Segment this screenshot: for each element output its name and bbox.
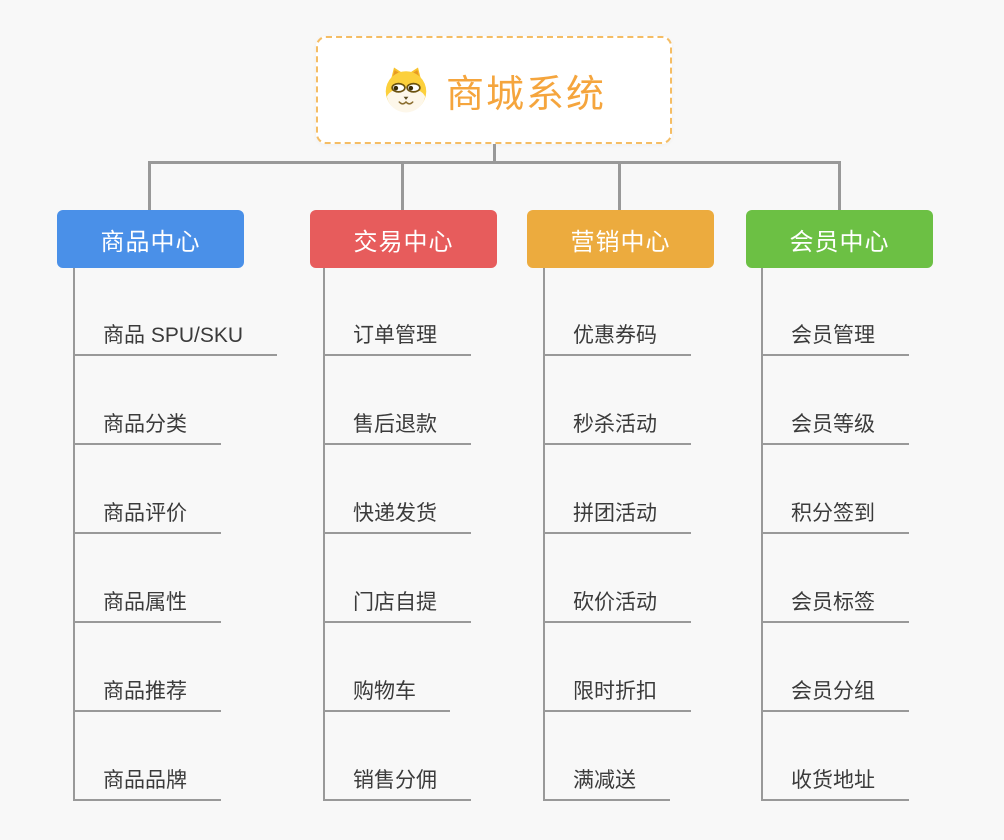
branch-node-product-center[interactable]: 商品中心 <box>57 210 244 268</box>
leaf-label: 满减送 <box>573 769 636 792</box>
leaf-node[interactable]: 商品品牌 <box>73 757 221 801</box>
dog-face-icon <box>382 66 430 114</box>
leaf-label: 售后退款 <box>353 413 437 436</box>
leaf-node[interactable]: 限时折扣 <box>543 668 691 712</box>
connector-drop <box>148 161 151 210</box>
leaf-label: 收货地址 <box>791 769 875 792</box>
leaf-node[interactable]: 会员分组 <box>761 668 909 712</box>
leaf-label: 商品评价 <box>103 502 187 525</box>
leaf-node[interactable]: 会员等级 <box>761 401 909 445</box>
leaf-node[interactable]: 订单管理 <box>323 312 471 356</box>
branch-node-member-center[interactable]: 会员中心 <box>746 210 933 268</box>
leaf-node[interactable]: 砍价活动 <box>543 579 691 623</box>
leaf-label: 商品属性 <box>103 591 187 614</box>
leaf-node[interactable]: 会员管理 <box>761 312 909 356</box>
leaf-node[interactable]: 门店自提 <box>323 579 471 623</box>
root-node[interactable]: 商城系统 <box>316 36 672 144</box>
leaf-label: 商品 SPU/SKU <box>103 324 244 347</box>
leaf-node[interactable]: 积分签到 <box>761 490 909 534</box>
leaf-label: 商品分类 <box>103 413 187 436</box>
leaf-label: 商品品牌 <box>103 769 187 792</box>
leaf-label: 会员等级 <box>791 413 875 436</box>
leaf-label: 秒杀活动 <box>573 413 657 436</box>
leaf-node[interactable]: 会员标签 <box>761 579 909 623</box>
leaf-label: 会员管理 <box>791 324 875 347</box>
leaf-label: 限时折扣 <box>573 680 657 703</box>
leaf-node[interactable]: 销售分佣 <box>323 757 471 801</box>
connector-bus <box>148 161 841 164</box>
connector-trunk <box>323 268 325 801</box>
leaf-node[interactable]: 商品分类 <box>73 401 221 445</box>
leaf-label: 会员分组 <box>791 680 875 703</box>
leaf-node[interactable]: 购物车 <box>323 668 450 712</box>
leaf-node[interactable]: 秒杀活动 <box>543 401 691 445</box>
leaf-node[interactable]: 拼团活动 <box>543 490 691 534</box>
leaf-node[interactable]: 商品评价 <box>73 490 221 534</box>
connector-trunk <box>761 268 763 801</box>
branch-children-column: 优惠券码秒杀活动拼团活动砍价活动限时折扣满减送 <box>543 268 783 801</box>
leaf-label: 积分签到 <box>791 502 875 525</box>
branch-node-marketing-center[interactable]: 营销中心 <box>527 210 714 268</box>
leaf-label: 优惠券码 <box>573 324 657 347</box>
root-title: 商城系统 <box>445 73 606 116</box>
branch-children-column: 订单管理售后退款快递发货门店自提购物车销售分佣 <box>323 268 563 801</box>
leaf-label: 订单管理 <box>353 324 437 347</box>
connector-trunk <box>73 268 75 801</box>
connector-drop <box>618 161 621 210</box>
leaf-label: 销售分佣 <box>353 769 437 792</box>
leaf-node[interactable]: 优惠券码 <box>543 312 691 356</box>
connector-root-stem <box>493 144 496 164</box>
leaf-node[interactable]: 商品推荐 <box>73 668 221 712</box>
leaf-node[interactable]: 快递发货 <box>323 490 471 534</box>
connector-drop <box>401 161 404 210</box>
leaf-label: 拼团活动 <box>573 502 657 525</box>
branch-node-trade-center[interactable]: 交易中心 <box>310 210 497 268</box>
leaf-label: 购物车 <box>353 680 416 703</box>
leaf-label: 砍价活动 <box>573 591 657 614</box>
leaf-node[interactable]: 售后退款 <box>323 401 471 445</box>
leaf-node[interactable]: 满减送 <box>543 757 670 801</box>
connector-trunk <box>543 268 545 801</box>
leaf-node[interactable]: 商品属性 <box>73 579 221 623</box>
branch-children-column: 商品 SPU/SKU 商品分类商品评价商品属性商品推荐商品品牌 <box>73 268 313 801</box>
connector-drop <box>838 161 841 210</box>
leaf-label: 商品推荐 <box>103 680 187 703</box>
branch-children-column: 会员管理会员等级积分签到会员标签会员分组收货地址 <box>761 268 1001 801</box>
leaf-label: 门店自提 <box>353 591 437 614</box>
leaf-node[interactable]: 商品 SPU/SKU <box>73 312 278 356</box>
leaf-label: 快递发货 <box>353 502 437 525</box>
leaf-label: 会员标签 <box>791 591 875 614</box>
leaf-node[interactable]: 收货地址 <box>761 757 909 801</box>
